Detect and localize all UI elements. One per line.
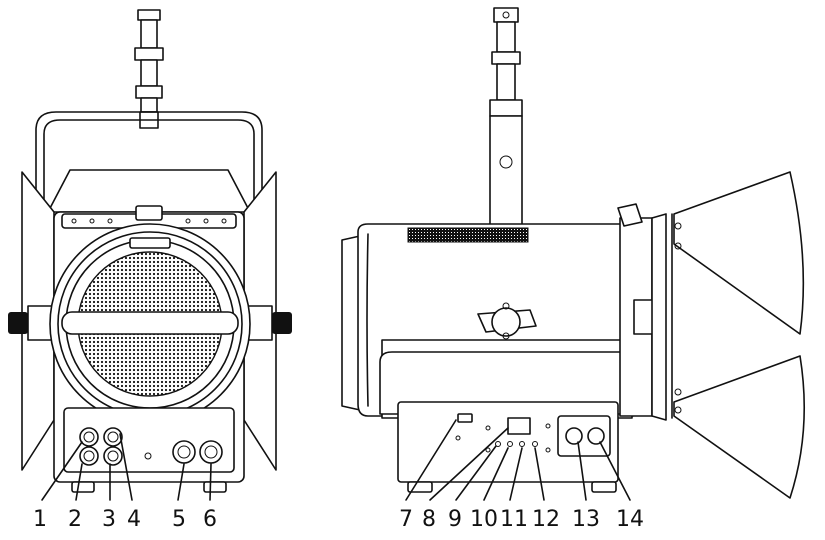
- callout-12: 12: [532, 507, 560, 532]
- front-connectors: [79, 427, 223, 466]
- callout-11: 11: [500, 507, 528, 532]
- callout-9: 9: [448, 507, 462, 532]
- callout-10: 10: [470, 507, 498, 532]
- callout-labels: 1 2 3 4 5 6 7 8 9 10 11 12 13 14: [33, 507, 644, 532]
- front-lens-bar: [61, 311, 239, 335]
- side-barndoor-bottom: [673, 355, 806, 499]
- side-spigot: [489, 7, 523, 117]
- side-view: [341, 7, 806, 499]
- side-top-vent: [407, 227, 529, 243]
- callout-4: 4: [127, 507, 141, 532]
- callout-leaders: [41, 419, 631, 501]
- callout-2: 2: [68, 507, 82, 532]
- callout-5: 5: [172, 507, 186, 532]
- front-top-holes: [61, 205, 237, 229]
- callout-13: 13: [572, 507, 600, 532]
- callout-7: 7: [399, 507, 413, 532]
- front-view: [8, 9, 292, 493]
- callout-6: 6: [203, 507, 217, 532]
- callout-1: 1: [33, 507, 47, 532]
- callout-3: 3: [102, 507, 116, 532]
- callout-8: 8: [422, 507, 436, 532]
- front-spigot: [134, 9, 164, 129]
- side-barndoor-top: [673, 171, 805, 335]
- side-controls: [455, 413, 611, 457]
- front-yoke: [35, 111, 263, 221]
- callout-14: 14: [616, 507, 644, 532]
